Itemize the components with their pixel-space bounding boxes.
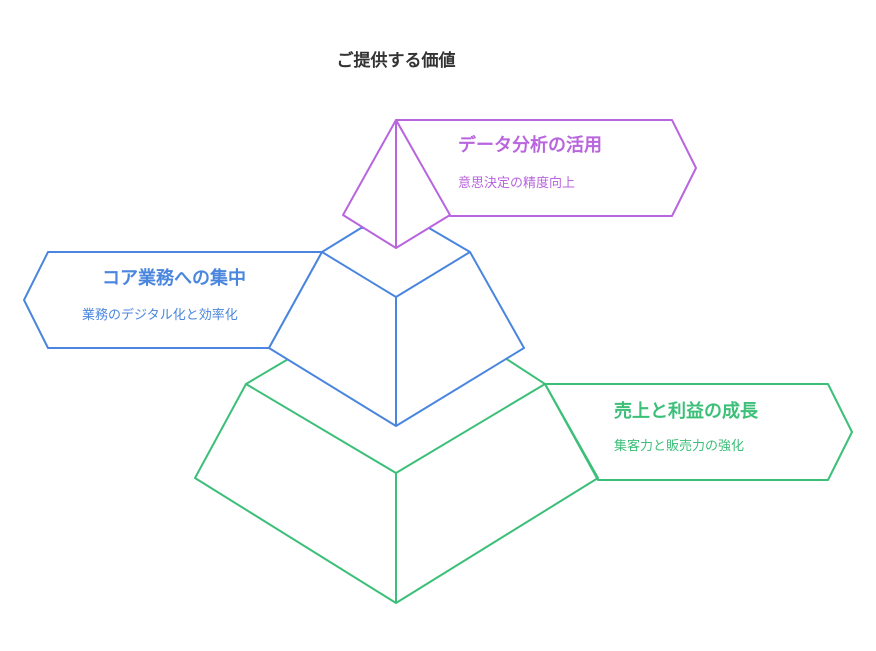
label-box-middle: [23, 251, 323, 349]
level-bottom-description: 集客力と販売力の強化: [614, 439, 745, 454]
level-top-title: データ分析の活用: [458, 135, 602, 156]
tier-top: [342, 119, 697, 249]
level-bottom-title: 売上と利益の成長: [614, 401, 758, 422]
tier-middle: [23, 227, 525, 427]
level-top-description: 意思決定の精度向上: [458, 176, 576, 191]
level-middle-title: コア業務への集中: [102, 268, 246, 289]
diagram-title: ご提供する価値: [336, 51, 456, 71]
tier-bottom-outline: [194, 357, 599, 604]
tier-bottom: [194, 357, 853, 604]
level-middle-description: 業務のデジタル化と効率化: [82, 308, 238, 323]
label-box-bottom: [544, 383, 853, 481]
